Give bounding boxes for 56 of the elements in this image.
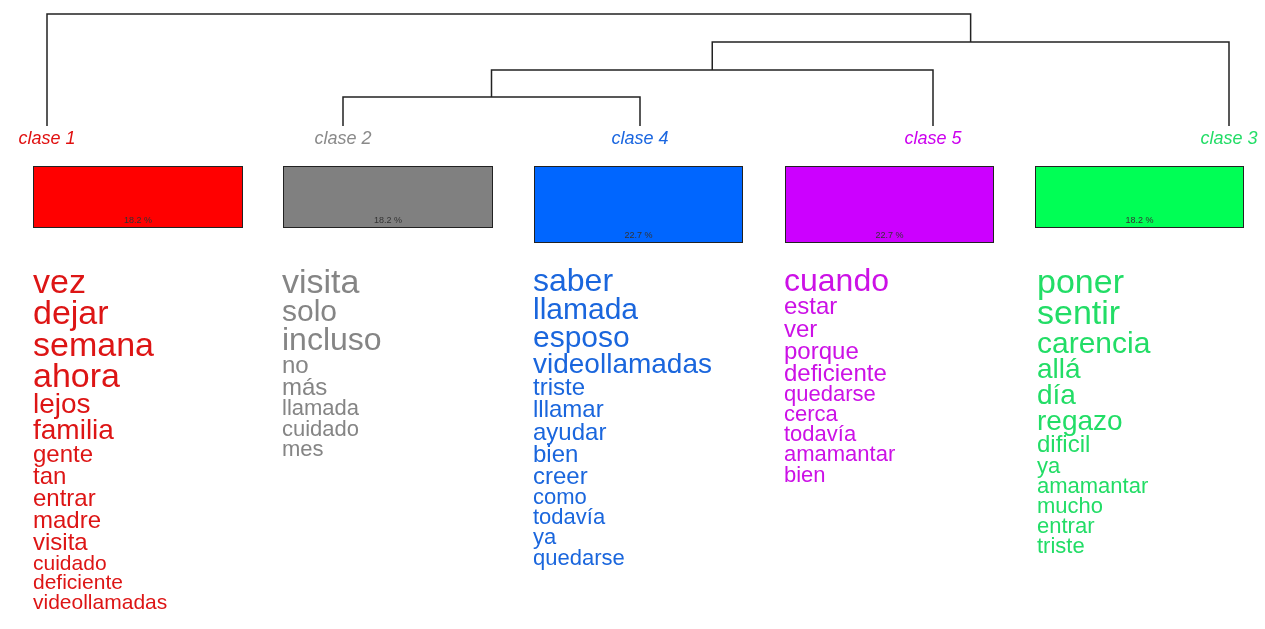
keyword: deficiente <box>33 572 123 592</box>
keyword: esposo <box>533 323 630 351</box>
keyword: amamantar <box>784 444 896 465</box>
keyword: mes <box>282 438 324 460</box>
class-label: clase 1 <box>18 128 76 149</box>
keyword: quedarse <box>784 383 876 404</box>
keyword: saber <box>533 266 614 296</box>
class-bar: 22.7 % <box>534 166 743 243</box>
keyword: entrar <box>1037 516 1095 537</box>
keyword: solo <box>282 297 338 325</box>
keyword: allá <box>1037 356 1081 382</box>
keyword: cuidado <box>33 553 107 573</box>
keyword: gente <box>33 442 94 465</box>
keyword: ya <box>533 527 557 548</box>
keyword: triste <box>533 376 585 399</box>
keyword: estar <box>784 295 838 318</box>
keyword: poner <box>1037 266 1124 298</box>
keyword: ver <box>784 317 818 340</box>
keyword: vez <box>33 266 86 298</box>
keyword: incluso <box>282 324 382 355</box>
class-label: clase 2 <box>314 128 372 149</box>
keyword: ya <box>1037 455 1061 476</box>
keyword: ayudar <box>533 420 607 443</box>
keyword: lllamar <box>533 398 604 421</box>
keyword: todavía <box>533 507 606 528</box>
keyword: regazo <box>1037 407 1123 434</box>
keyword: día <box>1037 381 1076 408</box>
keyword: carencia <box>1037 328 1151 357</box>
keyword: visita <box>33 530 88 554</box>
keyword: visita <box>282 266 360 298</box>
keyword: porque <box>784 339 859 362</box>
class-bar: 22.7 % <box>785 166 994 243</box>
class-label: clase 3 <box>1200 128 1258 149</box>
keyword: como <box>533 486 587 508</box>
class-bar: 18.2 % <box>33 166 243 228</box>
keyword: creer <box>533 464 588 487</box>
class-bar: 18.2 % <box>283 166 493 228</box>
keyword: videollamadas <box>33 591 168 611</box>
keyword: mucho <box>1037 496 1104 517</box>
keyword: dejar <box>33 297 109 329</box>
keyword: ahora <box>33 359 120 392</box>
keyword: madre <box>33 508 102 531</box>
class-bar: 18.2 % <box>1035 166 1244 228</box>
keyword: cuando <box>784 266 889 296</box>
keyword: bien <box>784 464 826 485</box>
class-label: clase 5 <box>904 128 962 149</box>
keyword: todavía <box>784 424 857 445</box>
keyword: no <box>282 354 309 377</box>
keyword: triste <box>1037 536 1085 557</box>
keyword: entrar <box>33 486 96 509</box>
keyword: cuidado <box>282 418 360 439</box>
keyword: llamada <box>282 398 360 419</box>
class-label: clase 4 <box>611 128 669 149</box>
keyword: más <box>282 376 328 399</box>
keyword: llamada <box>533 295 639 324</box>
keyword: lejos <box>33 391 91 417</box>
